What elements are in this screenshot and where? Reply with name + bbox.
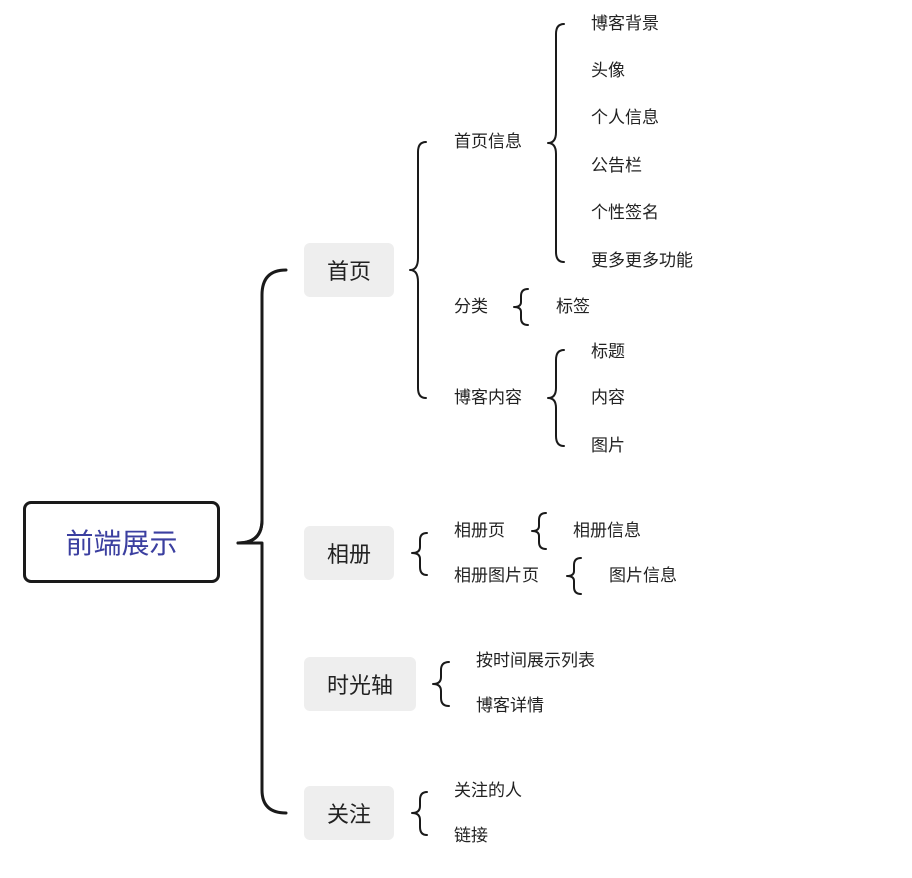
leaf-personal-info[interactable]: 个人信息 bbox=[591, 108, 659, 128]
leaf-blog-detail[interactable]: 博客详情 bbox=[476, 696, 544, 716]
group-album-photo-page[interactable]: 相册图片页 bbox=[454, 566, 539, 586]
root-node[interactable]: 前端展示 bbox=[23, 501, 220, 583]
node-album[interactable]: 相册 bbox=[304, 526, 394, 580]
node-timeline[interactable]: 时光轴 bbox=[304, 657, 416, 711]
timeline-brace bbox=[432, 661, 450, 707]
leaf-notice-board[interactable]: 公告栏 bbox=[591, 156, 642, 176]
leaf-photo-info[interactable]: 图片信息 bbox=[609, 566, 677, 586]
leaf-followed-people[interactable]: 关注的人 bbox=[454, 781, 522, 801]
category-brace bbox=[513, 288, 529, 326]
leaf-time-list[interactable]: 按时间展示列表 bbox=[476, 651, 595, 671]
album-brace bbox=[411, 532, 428, 576]
node-home[interactable]: 首页 bbox=[304, 243, 394, 297]
node-follow[interactable]: 关注 bbox=[304, 786, 394, 840]
leaf-blog-background[interactable]: 博客背景 bbox=[591, 14, 659, 34]
follow-brace bbox=[411, 791, 428, 836]
group-category[interactable]: 分类 bbox=[454, 297, 488, 317]
leaf-signature[interactable]: 个性签名 bbox=[591, 203, 659, 223]
album-page-brace bbox=[531, 512, 547, 550]
root-brace-spur bbox=[236, 518, 264, 545]
content-brace bbox=[547, 349, 565, 447]
leaf-image[interactable]: 图片 bbox=[591, 436, 625, 456]
home-info-brace bbox=[547, 23, 565, 263]
leaf-title[interactable]: 标题 bbox=[591, 342, 625, 362]
leaf-tags[interactable]: 标签 bbox=[556, 297, 590, 317]
group-album-page[interactable]: 相册页 bbox=[454, 521, 505, 541]
leaf-links[interactable]: 链接 bbox=[454, 826, 488, 846]
leaf-content[interactable]: 内容 bbox=[591, 388, 625, 408]
leaf-avatar[interactable]: 头像 bbox=[591, 61, 625, 81]
leaf-more-features[interactable]: 更多更多功能 bbox=[591, 251, 693, 271]
leaf-album-info[interactable]: 相册信息 bbox=[573, 521, 641, 541]
group-home-info[interactable]: 首页信息 bbox=[454, 132, 522, 152]
group-blog-content[interactable]: 博客内容 bbox=[454, 388, 522, 408]
home-brace bbox=[409, 141, 427, 399]
album-photo-brace bbox=[566, 557, 582, 595]
